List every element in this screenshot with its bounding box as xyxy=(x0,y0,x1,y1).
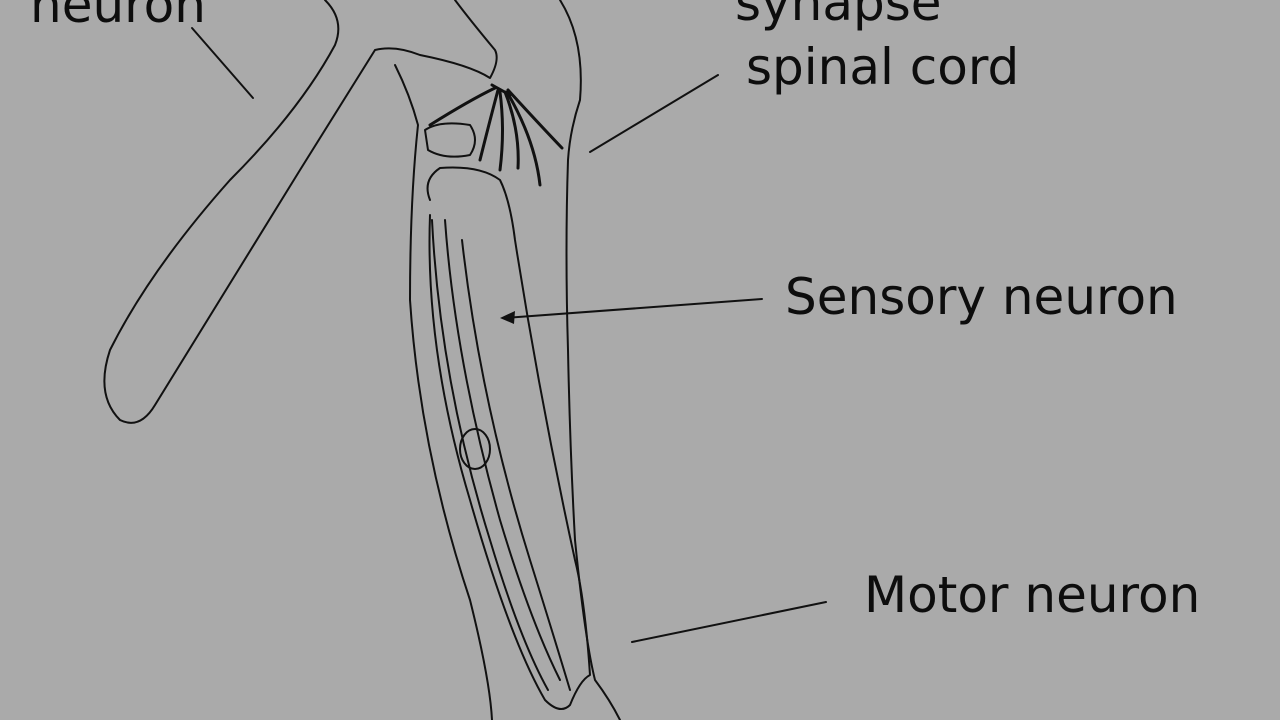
bone-inner-1 xyxy=(431,219,549,691)
leader-sensory xyxy=(504,298,763,319)
spinal-cord-outline xyxy=(559,0,621,720)
joint xyxy=(424,122,476,158)
arm-upper-outline xyxy=(103,0,498,424)
bone-inner-2 xyxy=(444,219,561,681)
arrow-head xyxy=(500,311,515,324)
label-synapse: synapse xyxy=(735,0,942,32)
label-sensory-neuron: Sensory neuron xyxy=(785,268,1178,326)
label-spinal-cord: spinal cord xyxy=(746,38,1020,96)
synapse-branches xyxy=(428,83,564,187)
leader-spinal-cord xyxy=(589,74,719,153)
forearm-left xyxy=(394,64,493,720)
bone-outer xyxy=(426,166,591,710)
bone-inner-3 xyxy=(461,239,571,691)
leader-motor xyxy=(631,601,827,643)
label-neuron: neuron xyxy=(30,0,206,34)
cell-body xyxy=(459,428,491,470)
leader-neuron xyxy=(191,27,254,99)
label-motor-neuron: Motor neuron xyxy=(864,566,1201,624)
